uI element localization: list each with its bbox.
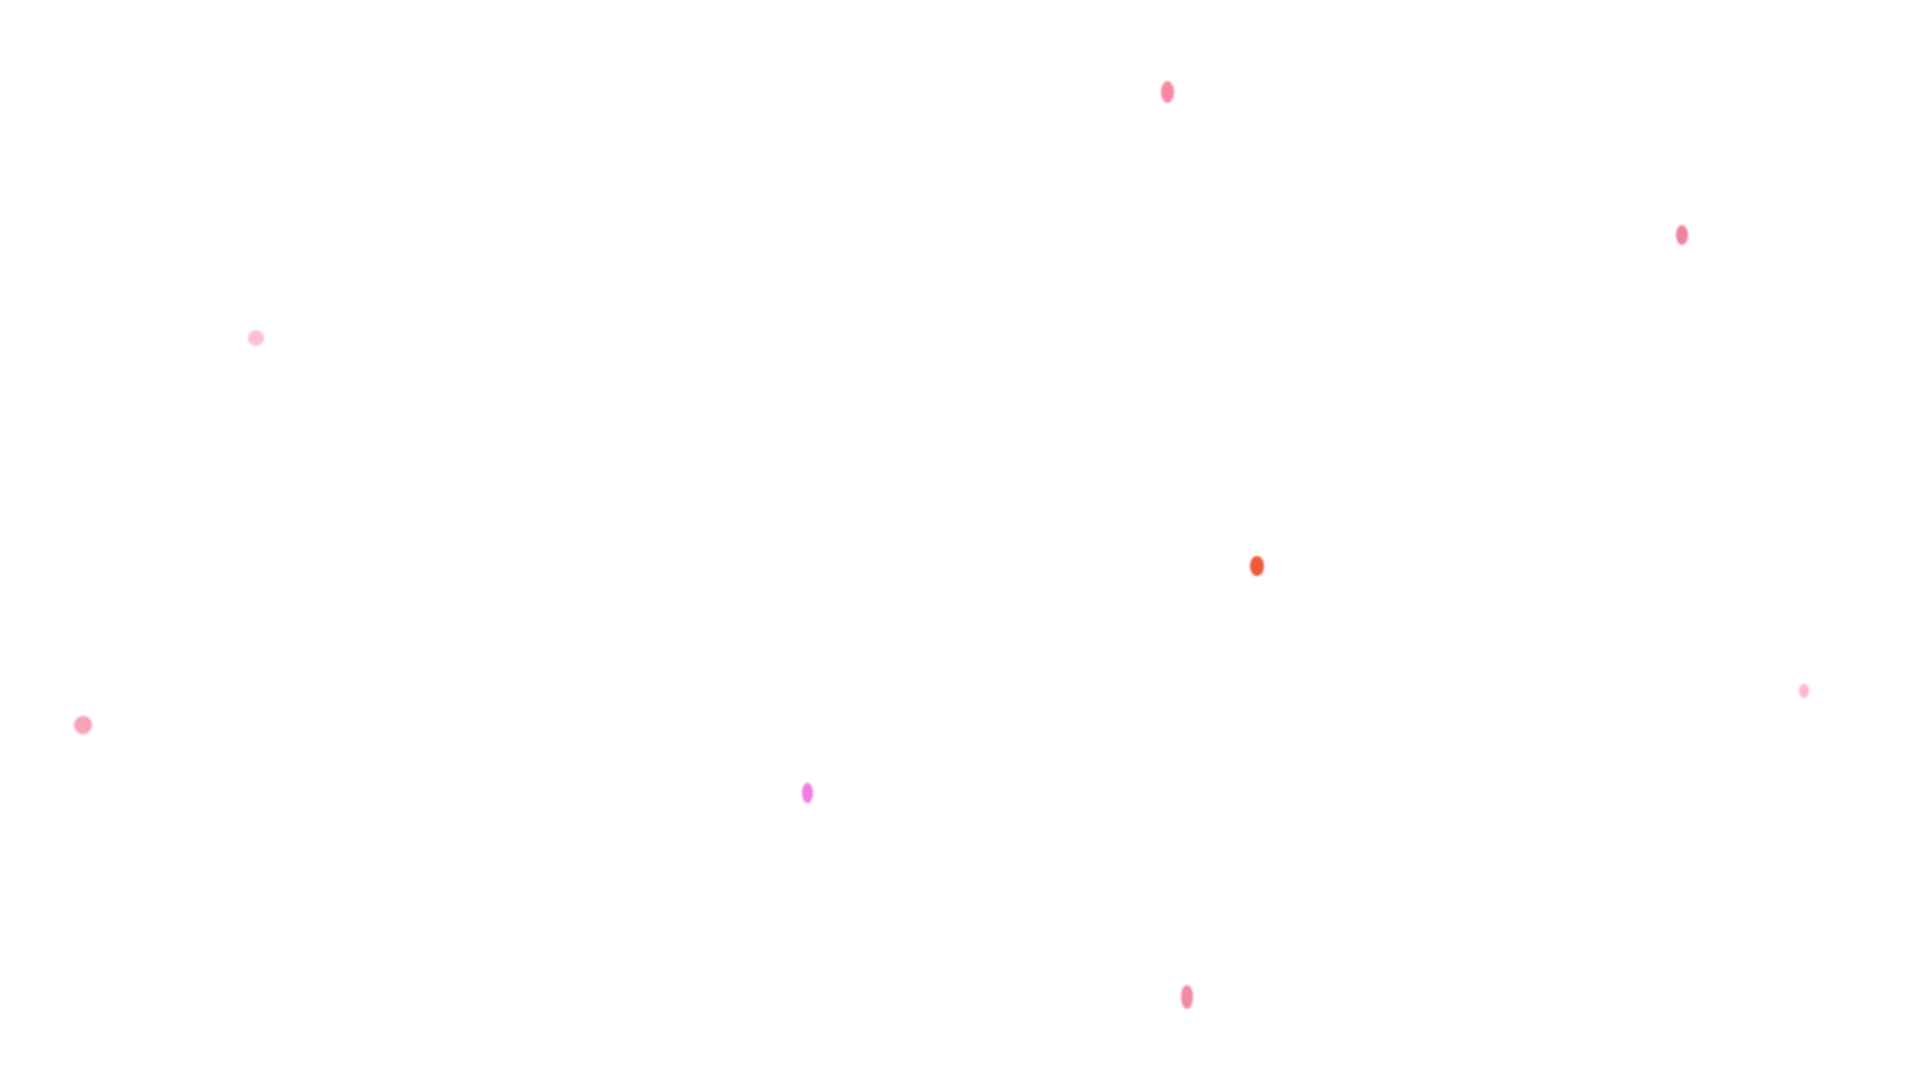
particle-3 bbox=[248, 330, 264, 346]
particle-6 bbox=[74, 716, 92, 734]
particle-2 bbox=[1676, 225, 1688, 245]
particle-4 bbox=[1250, 556, 1264, 576]
particle-8 bbox=[1181, 985, 1193, 1009]
particle-7 bbox=[802, 783, 813, 803]
particle-5 bbox=[1799, 684, 1809, 698]
particle-1 bbox=[1161, 81, 1174, 103]
